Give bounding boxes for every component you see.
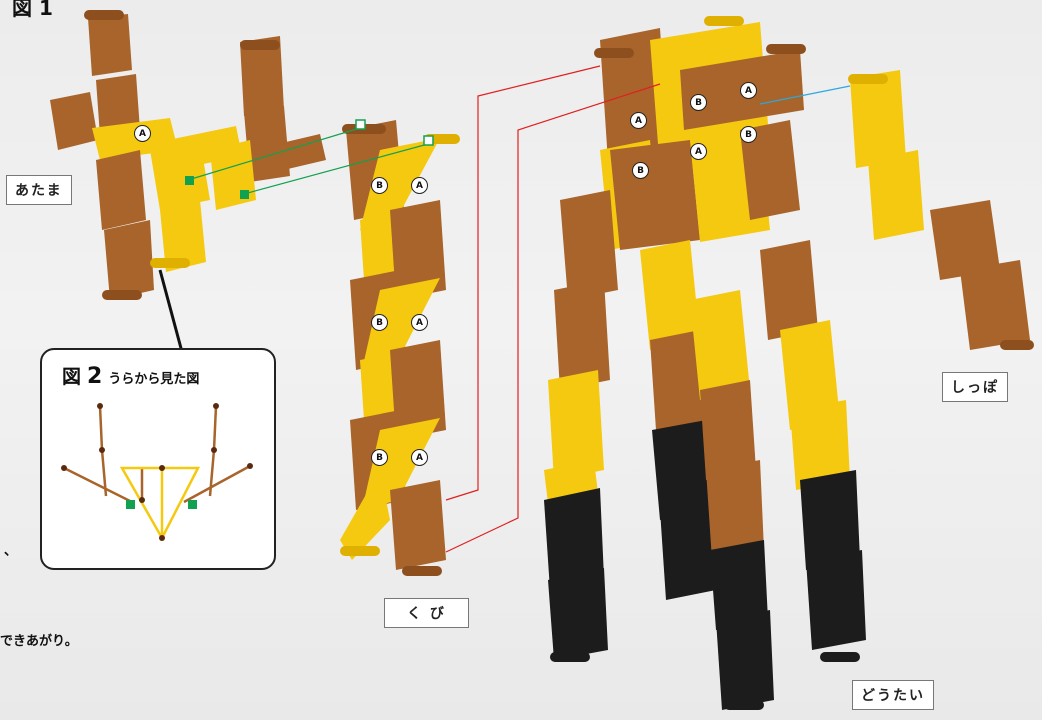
marker-b: B (740, 126, 757, 143)
label-head: あたま (6, 175, 72, 205)
marker-a: A (740, 82, 757, 99)
marker-b: B (371, 449, 388, 466)
inset-back-view: 図 2 うらから見た図 (40, 348, 276, 570)
tail-model (848, 70, 1034, 350)
neck-model (340, 120, 460, 576)
label-tail: しっぽ (942, 372, 1008, 402)
marker-b: B (690, 94, 707, 111)
label-neck: く び (384, 598, 469, 628)
marker-a: A (134, 125, 151, 142)
marker-a: A (630, 112, 647, 129)
marker-a: A (411, 449, 428, 466)
body-model (544, 16, 866, 710)
figure-title: 図 1 (12, 0, 53, 21)
side-note: できあがり。 (0, 630, 78, 649)
marker-b: B (371, 314, 388, 331)
inset-diagram (42, 350, 274, 568)
head-model (50, 10, 326, 300)
marker-a: A (690, 143, 707, 160)
marker-b: B (371, 177, 388, 194)
marker-b: B (632, 162, 649, 179)
side-note-mark: 、 (4, 540, 17, 559)
marker-a: A (411, 177, 428, 194)
marker-a: A (411, 314, 428, 331)
label-body: どうたい (852, 680, 934, 710)
